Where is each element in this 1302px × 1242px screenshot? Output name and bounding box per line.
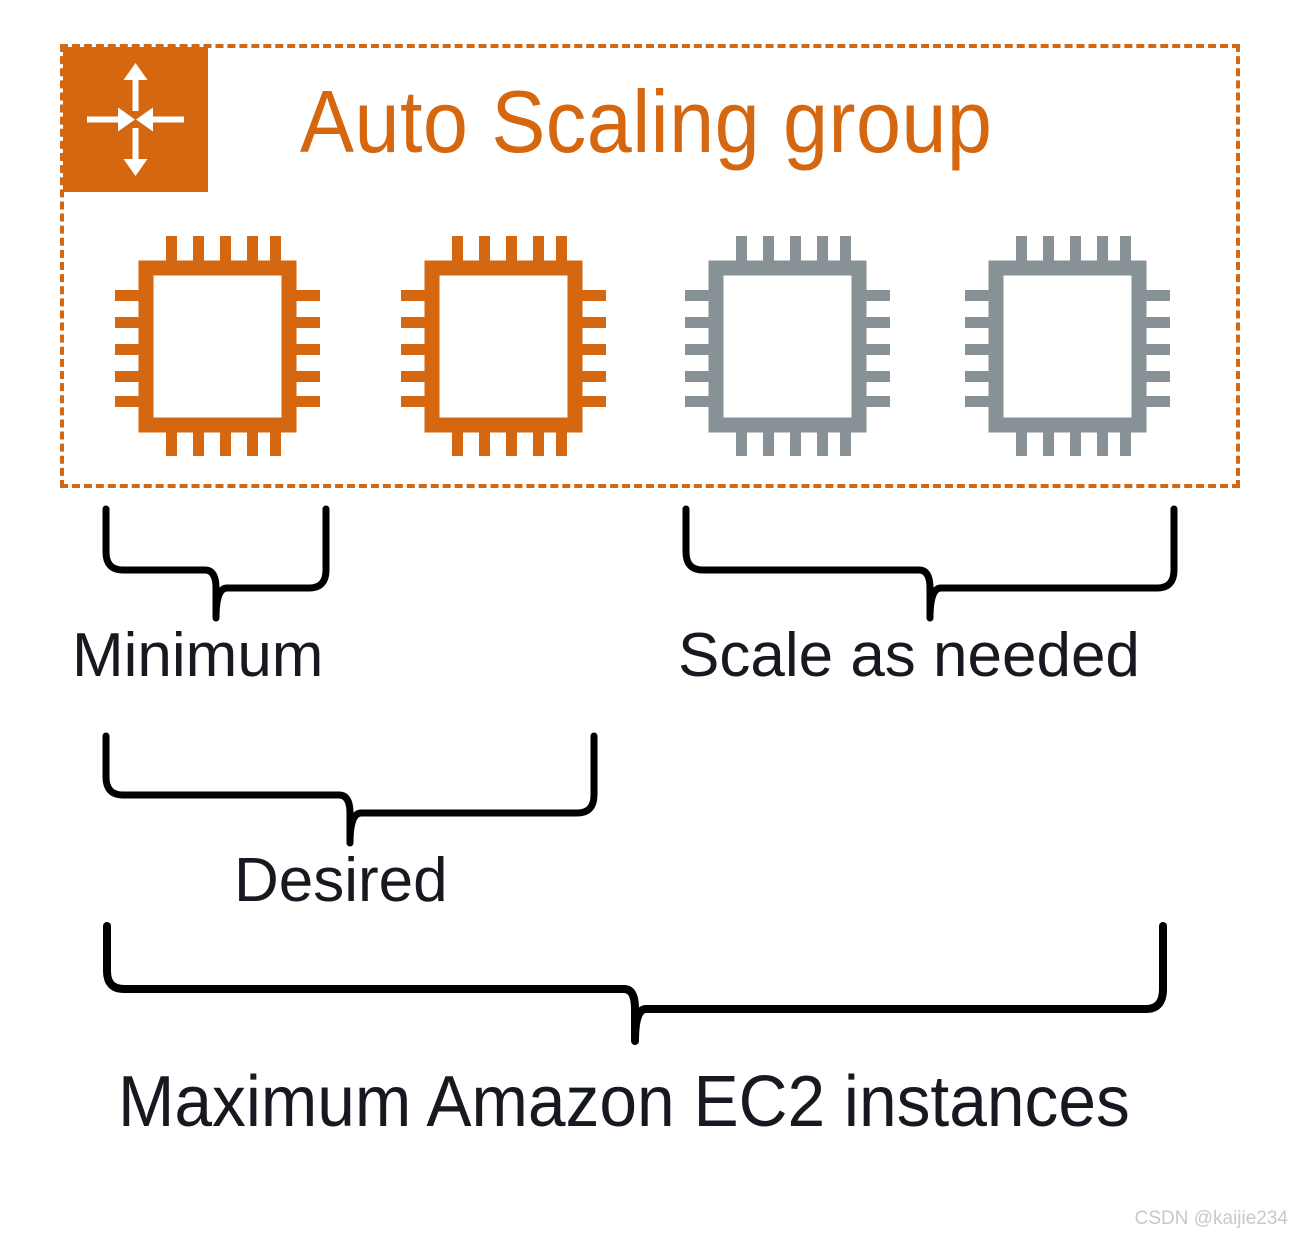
ec2-instance-chip-icon-3 bbox=[680, 236, 895, 456]
auto-scaling-icon bbox=[63, 47, 208, 192]
label-scale-as-needed: Scale as needed bbox=[678, 621, 1140, 690]
brace-scale-as-needed bbox=[680, 505, 1180, 622]
instance-row bbox=[60, 236, 1240, 456]
brace-desired bbox=[100, 732, 600, 847]
label-desired: Desired bbox=[234, 846, 448, 915]
brace-maximum bbox=[100, 922, 1175, 1045]
watermark: CSDN @kaijie234 bbox=[1134, 1208, 1288, 1229]
label-maximum-instances: Maximum Amazon EC2 instances bbox=[118, 1062, 1130, 1142]
ec2-instance-chip-icon-4 bbox=[960, 236, 1175, 456]
brace-minimum bbox=[100, 505, 332, 622]
auto-scaling-group-boundary bbox=[60, 44, 1240, 488]
label-minimum: Minimum bbox=[72, 621, 324, 690]
ec2-instance-chip-icon-2 bbox=[396, 236, 611, 456]
ec2-instance-chip-icon-1 bbox=[110, 236, 325, 456]
page-title: Auto Scaling group bbox=[300, 72, 993, 171]
